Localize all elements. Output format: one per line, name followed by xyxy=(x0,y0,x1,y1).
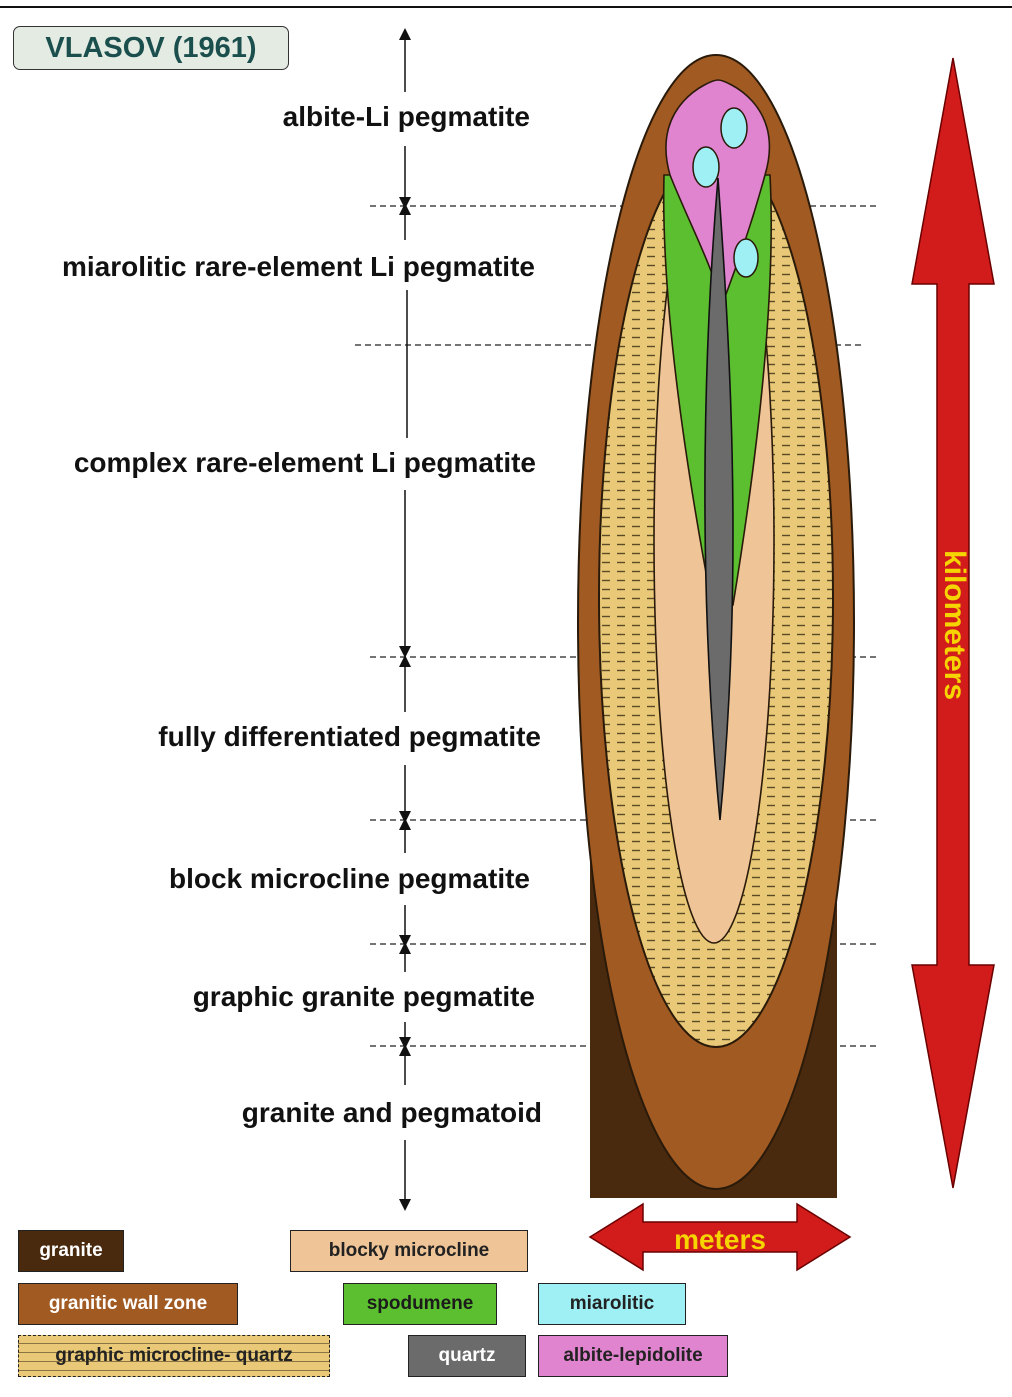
zone-label-granite-pegmatoid: granite and pegmatoid xyxy=(242,1097,542,1128)
zone-label-graphic-granite: graphic granite pegmatite xyxy=(193,981,535,1012)
miarolitic-cavity xyxy=(693,147,719,187)
zone-label-block-microcline: block microcline pegmatite xyxy=(169,863,530,894)
zone-arrows xyxy=(405,34,407,1205)
legend-spodumene: spodumene xyxy=(343,1283,497,1325)
legend-label: graphic microcline- quartz xyxy=(55,1345,293,1367)
legend-granite: granite xyxy=(18,1230,124,1272)
legend-quartz: quartz xyxy=(408,1335,526,1377)
legend-granitic-wall-zone: granitic wall zone xyxy=(18,1283,238,1325)
legend-label: granite xyxy=(39,1240,102,1262)
legend-graphic-microcline-quartz: graphic microcline- quartz xyxy=(18,1335,330,1377)
legend-label: granitic wall zone xyxy=(49,1293,207,1315)
miarolitic-cavity xyxy=(734,239,758,277)
legend-label: blocky microcline xyxy=(329,1240,490,1262)
meters-scale-arrow: meters xyxy=(590,1204,850,1270)
legend-label: miarolitic xyxy=(570,1293,654,1315)
meters-label: meters xyxy=(674,1224,766,1255)
kilometers-label: kilometers xyxy=(938,550,971,700)
miarolitic-cavity xyxy=(721,108,747,148)
legend-miarolitic: miarolitic xyxy=(538,1283,686,1325)
zone-label-complex: complex rare-element Li pegmatite xyxy=(74,447,536,478)
pegmatite-body xyxy=(578,55,854,1198)
kilometers-scale-arrow: kilometers xyxy=(912,58,994,1188)
legend-label: albite-lepidolite xyxy=(563,1345,702,1367)
zone-label-miarolitic: miarolitic rare-element Li pegmatite xyxy=(62,251,535,282)
legend-albite-lepidolite: albite-lepidolite xyxy=(538,1335,728,1377)
legend-label: quartz xyxy=(439,1345,496,1367)
zone-label-albite-li: albite-Li pegmatite xyxy=(283,101,530,132)
legend-blocky-microcline: blocky microcline xyxy=(290,1230,528,1272)
zone-label-fully-differentiated: fully differentiated pegmatite xyxy=(158,721,541,752)
legend-label: spodumene xyxy=(367,1293,474,1315)
